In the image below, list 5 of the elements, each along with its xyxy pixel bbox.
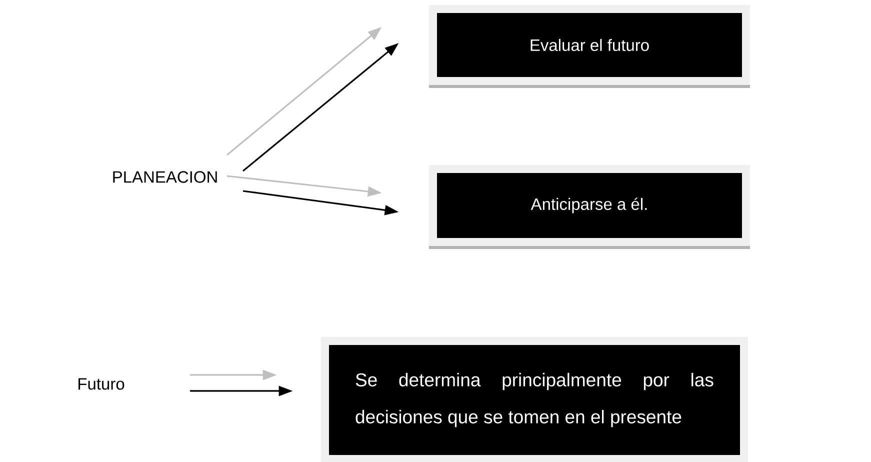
text-box: Se determina principalmente por las decisiones que se tomen en el presente [321,336,748,462]
text-box: Evaluar el futuro [429,5,750,88]
label-text: PLANEACION [113,171,217,183]
text-box: Anticiparse a él. [429,164,750,249]
label-text: Futuro [78,378,124,390]
